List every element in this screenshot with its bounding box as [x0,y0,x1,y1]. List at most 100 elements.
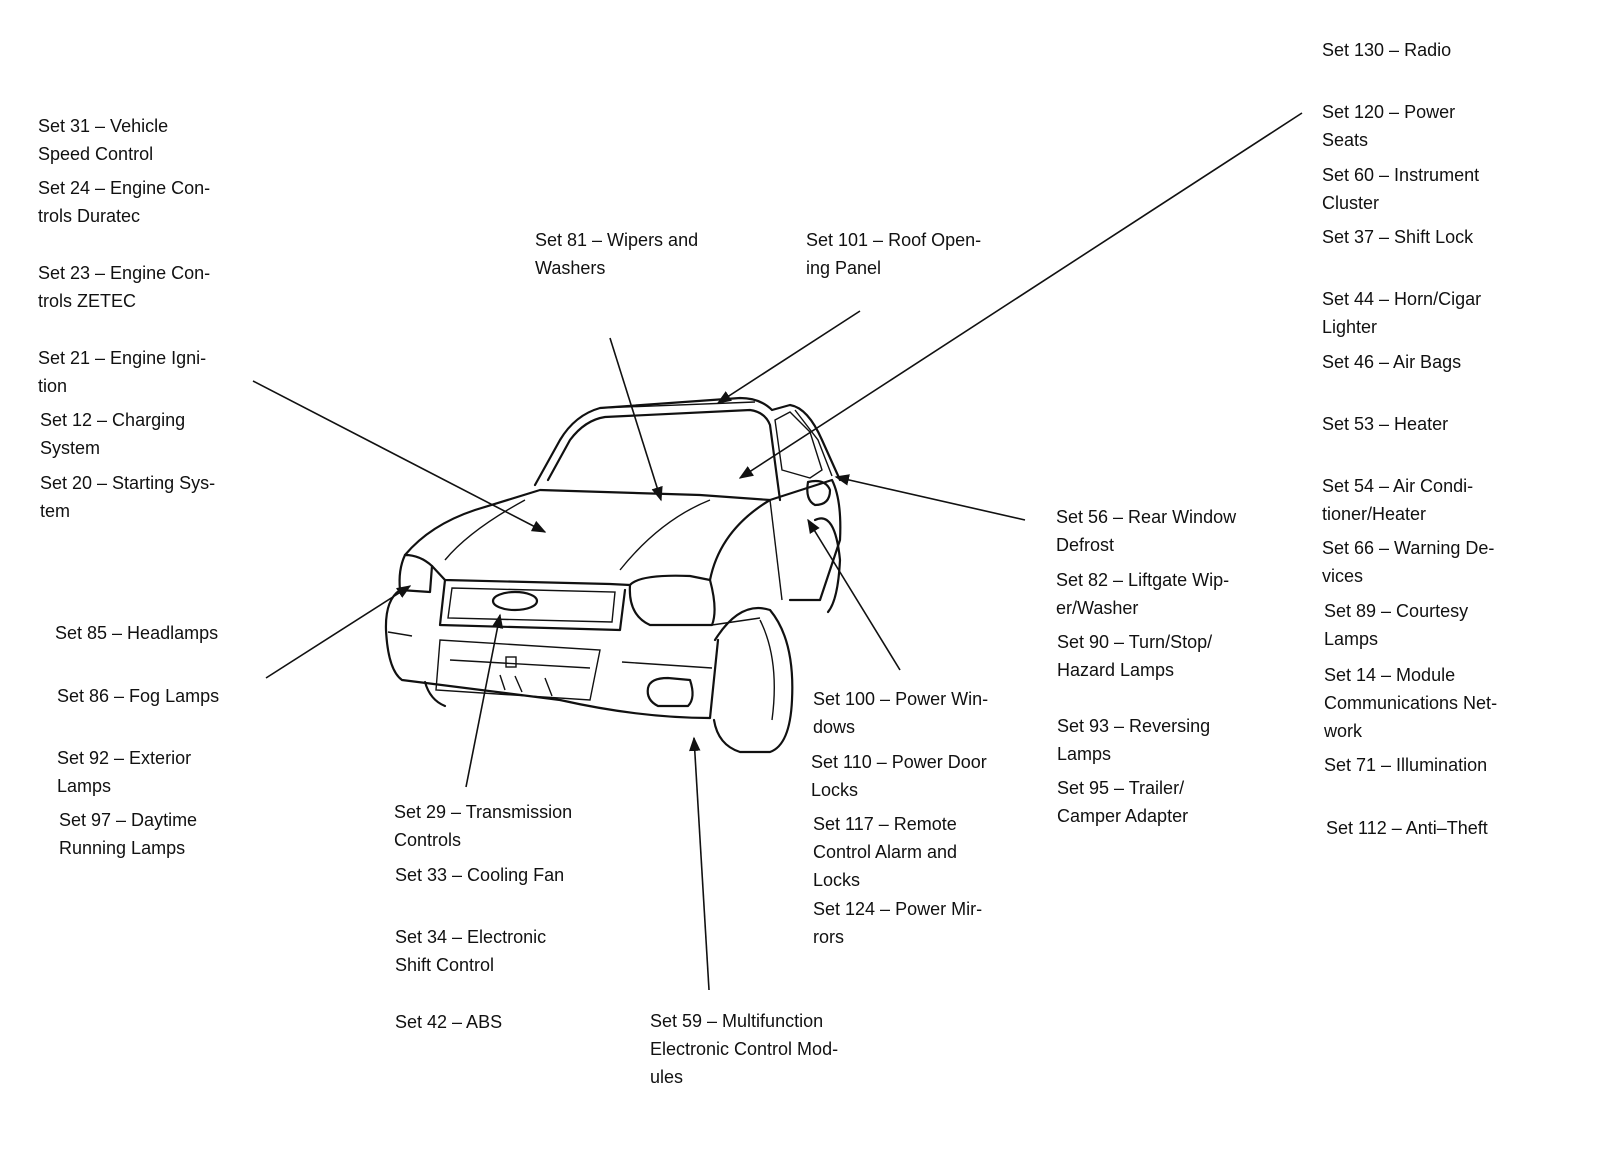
leader-transmission [465,613,504,788]
label-line: Electronic Control Mod- [650,1039,839,1059]
leader-wipers [609,337,663,502]
label-line: vices [1322,566,1364,586]
label-set-101: Set 101 – Roof Open-ing Panel [806,226,981,282]
leader-doors [807,518,901,671]
label-line: Set 46 – Air Bags [1322,352,1462,372]
label-set-95: Set 95 – Trailer/Camper Adapter [1057,774,1188,830]
label-line: Set 101 – Roof Open- [806,230,982,250]
leader-lamps [265,585,412,679]
label-line: Set 85 – Headlamps [55,623,219,643]
label-line: Set 33 – Cooling Fan [395,865,565,885]
label-set-46: Set 46 – Air Bags [1322,348,1461,376]
label-line: System [40,438,101,458]
label-line: Set 95 – Trailer/ [1057,778,1185,798]
label-line: Set 14 – Module [1324,665,1456,685]
label-line: Set 44 – Horn/Cigar [1322,289,1482,309]
label-line: Set 23 – Engine Con- [38,263,211,283]
label-line: Set 21 – Engine Igni- [38,348,207,368]
label-line: Set 71 – Illumination [1324,755,1488,775]
label-line: Set 29 – Transmission [394,802,573,822]
label-line: Set 12 – Charging [40,410,186,430]
leader-roof [716,310,861,404]
label-set-20: Set 20 – Starting Sys-tem [40,469,215,525]
leader-modules [689,736,710,991]
label-line: Speed Control [38,144,154,164]
label-set-124: Set 124 – Power Mir-rors [813,895,982,951]
label-line: Washers [535,258,606,278]
label-line: Set 31 – Vehicle [38,116,169,136]
leader-engine [252,380,547,533]
label-set-82: Set 82 – Liftgate Wip-er/Washer [1056,566,1229,622]
label-line: Set 100 – Power Win- [813,689,989,709]
label-set-90: Set 90 – Turn/Stop/Hazard Lamps [1057,628,1212,684]
label-line: Set 120 – Power [1322,102,1456,122]
label-set-37: Set 37 – Shift Lock [1322,223,1473,251]
label-line: Locks [813,870,861,890]
label-line: ules [650,1067,684,1087]
label-line: Set 34 – Electronic [395,927,547,947]
label-line: Camper Adapter [1057,806,1189,826]
label-line: Set 42 – ABS [395,1012,503,1032]
label-line: Set 93 – Reversing [1057,716,1211,736]
label-line: Running Lamps [59,838,186,858]
label-line: Set 112 – Anti–Theft [1326,818,1488,838]
label-line: Defrost [1056,535,1115,555]
label-line: Set 82 – Liftgate Wip- [1056,570,1230,590]
label-line: Set 124 – Power Mir- [813,899,983,919]
label-set-100: Set 100 – Power Win-dows [813,685,988,741]
label-set-112: Set 112 – Anti–Theft [1326,814,1488,842]
label-line: Set 97 – Daytime [59,810,198,830]
leader-lines [252,112,1303,991]
label-line: Set 56 – Rear Window [1056,507,1237,527]
label-line: Set 90 – Turn/Stop/ [1057,632,1213,652]
label-line: trols ZETEC [38,291,137,311]
label-line: tem [40,501,71,521]
label-line: work [1324,721,1363,741]
label-line: Set 92 – Exterior [57,748,192,768]
label-line: Control Alarm and [813,842,958,862]
label-set-86: Set 86 – Fog Lamps [57,682,219,710]
label-line: Communications Net- [1324,693,1498,713]
label-line: Set 54 – Air Condi- [1322,476,1474,496]
label-line: Set 81 – Wipers and [535,230,699,250]
label-set-85: Set 85 – Headlamps [55,619,218,647]
label-set-42: Set 42 – ABS [395,1008,502,1036]
label-line: Set 66 – Warning De- [1322,538,1495,558]
label-line: Shift Control [395,955,495,975]
label-line: Lighter [1322,317,1378,337]
label-line: Set 59 – Multifunction [650,1011,824,1031]
label-set-54: Set 54 – Air Condi-tioner/Heater [1322,472,1473,528]
label-line: Set 53 – Heater [1322,414,1449,434]
label-line: dows [813,717,856,737]
label-line: Cluster [1322,193,1380,213]
label-set-130: Set 130 – Radio [1322,36,1451,64]
label-line: Set 60 – Instrument [1322,165,1480,185]
label-line: Set 110 – Power Door [811,752,987,772]
label-line: ing Panel [806,258,882,278]
leader-rear [834,474,1026,521]
label-line: er/Washer [1056,598,1139,618]
label-set-33: Set 33 – Cooling Fan [395,861,564,889]
label-line: Lamps [1057,744,1112,764]
label-line: Controls [394,830,462,850]
label-line: Set 37 – Shift Lock [1322,227,1474,247]
label-line: Set 24 – Engine Con- [38,178,211,198]
label-line: trols Duratec [38,206,141,226]
suv-drawing [384,396,842,754]
label-set-24: Set 24 – Engine Con-trols Duratec [38,174,210,230]
label-line: Set 117 – Remote [813,814,957,834]
